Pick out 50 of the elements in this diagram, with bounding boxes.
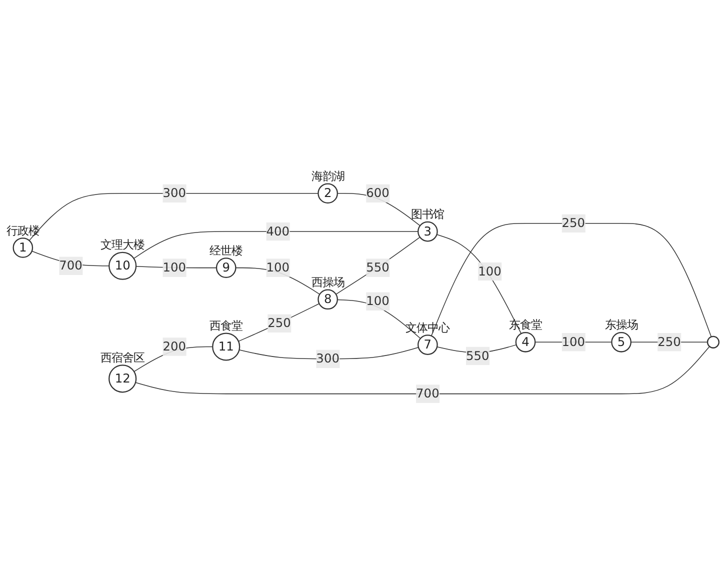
node-circle: 11: [212, 332, 240, 360]
connector: [28, 192, 319, 240]
connector: [430, 222, 712, 337]
node-circle: 5: [611, 332, 632, 352]
node-circle: 1: [12, 237, 34, 258]
connector: [133, 230, 418, 258]
edge-label: 550: [366, 260, 390, 274]
edge-label: 100: [562, 334, 586, 349]
connector: [238, 302, 320, 342]
edge-label: 600: [366, 185, 390, 200]
node-circle: 12: [108, 364, 137, 392]
node-caption: 图书馆: [411, 206, 444, 221]
node-caption: 文理大楼: [100, 237, 145, 252]
node-caption: 经世楼: [210, 242, 243, 257]
node-circle: 2: [318, 182, 338, 204]
edge-label: 250: [562, 215, 586, 230]
connector: [337, 298, 421, 338]
edge-label: 300: [162, 185, 186, 200]
edge-label: 700: [59, 258, 82, 272]
edge-label: 400: [266, 223, 290, 238]
node-circle: 10: [108, 251, 137, 280]
edge-label: 250: [268, 315, 291, 330]
node-circle: 4: [515, 332, 536, 352]
edge-label: 250: [658, 334, 681, 349]
connector: [337, 192, 420, 226]
edge-label: 100: [478, 263, 502, 278]
connector: [238, 346, 419, 359]
connector: [336, 236, 420, 294]
connector: [135, 346, 710, 394]
edge-label: 700: [416, 386, 440, 400]
edge-label: 200: [162, 338, 186, 354]
node-caption: 西宿舍区: [100, 350, 145, 364]
node-caption: 西食堂: [210, 318, 243, 332]
node-caption: 行政楼: [6, 222, 40, 237]
node-circle: 7: [418, 334, 438, 354]
node-caption: 东操场: [604, 317, 638, 332]
node-caption: 海韵湖: [311, 168, 344, 182]
edge-label: 550: [466, 348, 490, 362]
edge-label: 100: [162, 260, 186, 274]
node-circle: 3: [418, 220, 438, 242]
edge-label: 300: [316, 350, 340, 366]
connector: [436, 234, 522, 334]
node-caption: 西操场: [311, 274, 344, 288]
connector: [235, 266, 320, 294]
edge-label: 100: [366, 293, 390, 308]
node-circle: 8: [318, 288, 338, 310]
node-circle: [706, 335, 720, 348]
connector: [134, 346, 214, 372]
node-circle: 9: [216, 257, 236, 278]
edge-label: 100: [266, 260, 290, 274]
